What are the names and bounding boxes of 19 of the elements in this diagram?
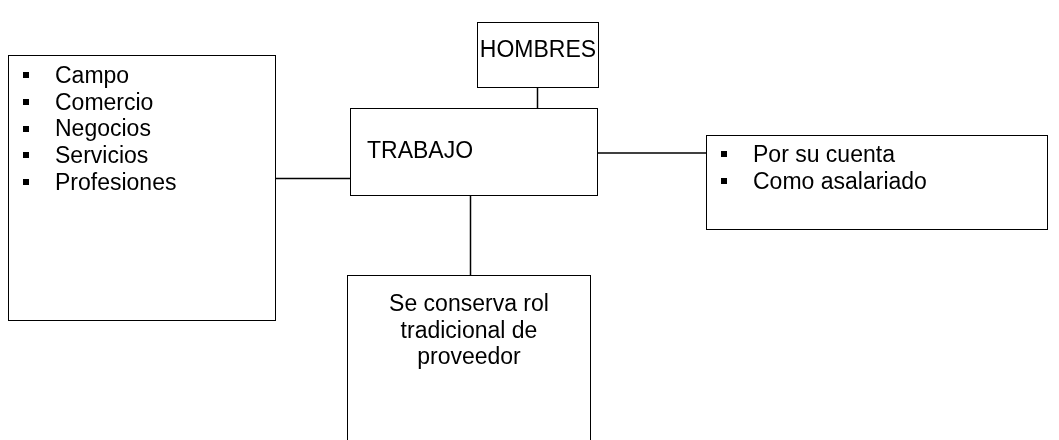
connector-line bbox=[536, 87, 539, 109]
box-label: Se conserva rol tradicional de proveedor bbox=[388, 290, 550, 370]
list-box bbox=[706, 135, 1048, 230]
list-item: Servicios bbox=[55, 142, 149, 169]
box-label: TRABAJO bbox=[367, 137, 474, 164]
list-item: Negocios bbox=[55, 115, 151, 142]
connector-line bbox=[469, 195, 472, 276]
list-item: Como asalariado bbox=[753, 167, 927, 195]
list-item: Profesiones bbox=[55, 168, 177, 196]
box-label: HOMBRES bbox=[479, 36, 597, 63]
list-item: Por su cuenta bbox=[753, 141, 895, 168]
text-box bbox=[477, 22, 599, 88]
connector-line bbox=[597, 152, 707, 154]
list-box bbox=[8, 55, 276, 321]
connector-line bbox=[275, 177, 351, 180]
list-item: Comercio bbox=[55, 88, 154, 116]
list-item: Campo bbox=[55, 62, 130, 89]
text-box bbox=[350, 108, 598, 196]
text-box bbox=[347, 275, 591, 440]
